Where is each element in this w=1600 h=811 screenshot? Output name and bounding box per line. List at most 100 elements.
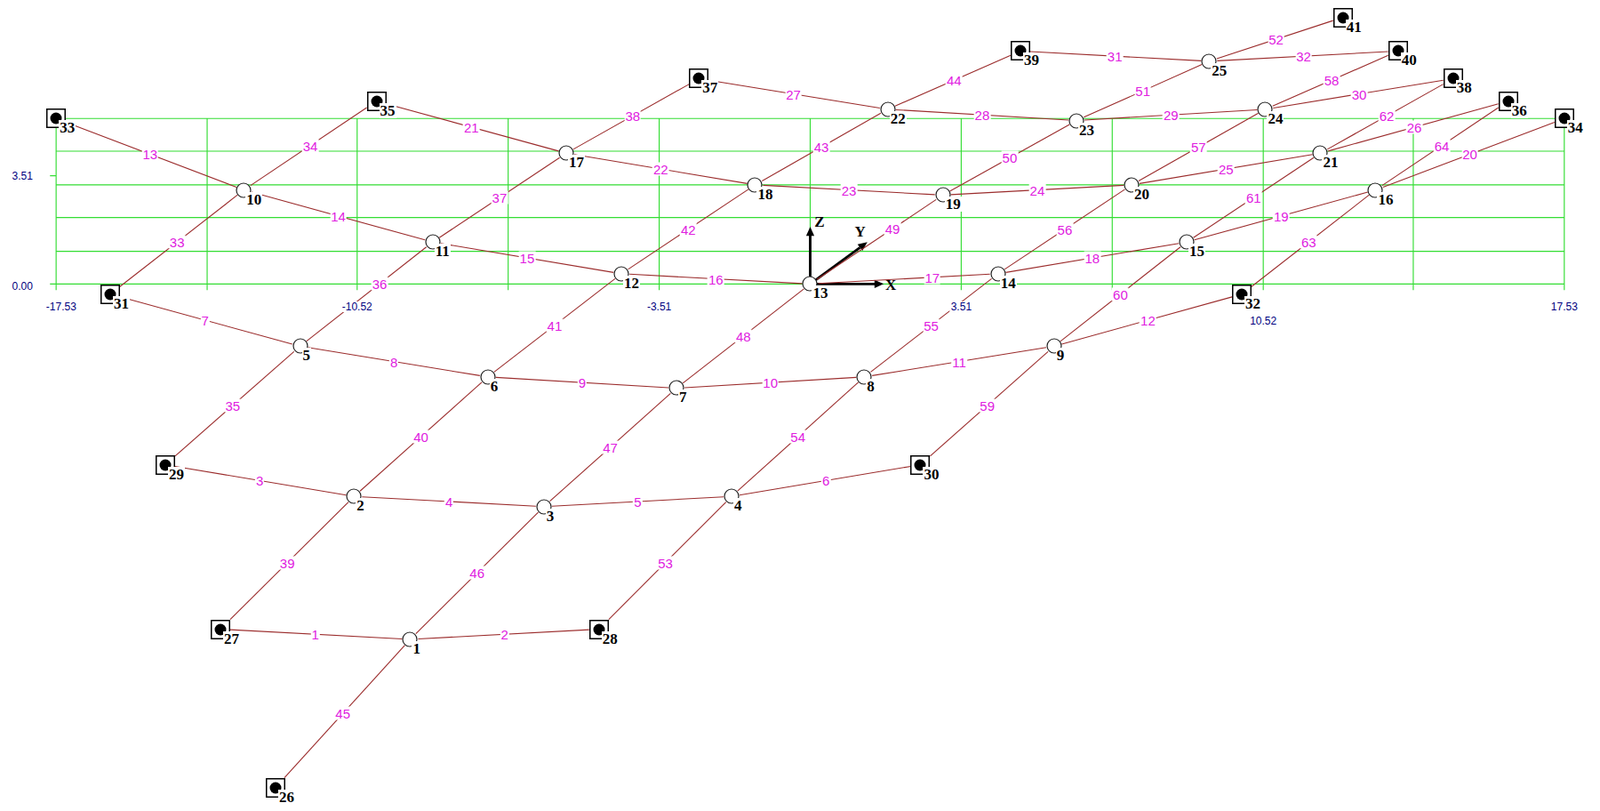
member-number: 5	[632, 494, 642, 508]
member-number: 35	[224, 399, 241, 413]
fixed-support-node: 40	[1388, 40, 1408, 61]
node-number: 28	[601, 631, 619, 647]
member-line	[494, 278, 616, 372]
free-node: 4	[723, 488, 740, 504]
free-node: 8	[856, 368, 872, 385]
member-line	[251, 192, 425, 240]
member-number: 31	[1106, 49, 1124, 64]
member-number: 50	[1001, 151, 1019, 165]
member-line	[306, 247, 427, 342]
free-node: 9	[1046, 337, 1063, 354]
member-number: 30	[1351, 87, 1368, 101]
member-number: 52	[1267, 32, 1285, 47]
node-number: 3	[545, 508, 556, 524]
member-line	[895, 55, 1011, 106]
member-number: 20	[1461, 147, 1479, 161]
member-line	[929, 351, 1048, 456]
node-number: 22	[889, 111, 907, 127]
member-number: 1	[311, 627, 320, 641]
node-number: 16	[1376, 192, 1394, 208]
free-node: 16	[1367, 182, 1384, 199]
member-line	[1004, 189, 1125, 270]
free-node: 3	[536, 498, 552, 515]
free-node: 23	[1068, 112, 1085, 129]
member-line	[608, 502, 727, 620]
member-line	[737, 382, 859, 491]
node-number: 7	[678, 389, 688, 405]
node-number: 26	[278, 789, 296, 805]
member-number: 11	[951, 354, 968, 368]
node-number: 30	[922, 466, 940, 482]
free-node: 12	[613, 265, 630, 282]
free-node: 19	[935, 186, 952, 203]
member-line	[120, 296, 293, 344]
member-number: 38	[624, 109, 641, 123]
member-line	[1382, 107, 1499, 186]
free-node: 6	[480, 368, 496, 385]
free-node: 11	[424, 233, 441, 250]
member-line	[1138, 112, 1259, 181]
free-node: 21	[1312, 144, 1328, 161]
fixed-support-node: 41	[1333, 8, 1353, 28]
member-number: 10	[761, 376, 779, 390]
member-number: 56	[1056, 222, 1074, 236]
member-line	[682, 288, 804, 384]
member-line	[739, 465, 911, 495]
axis-tick-label: -3.51	[646, 301, 672, 312]
member-number: 51	[1134, 84, 1152, 98]
node-number: 29	[168, 466, 185, 482]
node-number: 39	[1023, 52, 1040, 68]
free-node: 5	[292, 337, 309, 354]
member-number: 63	[1300, 235, 1318, 249]
member-number: 57	[1190, 140, 1208, 154]
member-line	[870, 278, 992, 372]
fixed-support-node: 30	[910, 455, 930, 475]
fixed-support-node: 35	[367, 91, 387, 112]
member-line	[284, 645, 405, 778]
member-line	[439, 157, 560, 238]
fixed-support-node: 38	[1443, 68, 1464, 88]
axis-name: Y	[855, 223, 866, 239]
member-number: 2	[499, 627, 509, 641]
node-number: 31	[112, 296, 130, 312]
axis-name: X	[885, 277, 896, 293]
member-line	[708, 80, 880, 108]
free-node: 1	[401, 631, 418, 648]
node-number: 19	[944, 196, 962, 212]
member-line	[307, 347, 480, 376]
member-number: 19	[1272, 208, 1290, 223]
node-number: 21	[1321, 154, 1339, 170]
free-node: 13	[801, 275, 818, 292]
member-number: 14	[329, 208, 347, 223]
member-number: 39	[279, 555, 296, 569]
member-line	[550, 392, 672, 501]
member-line	[175, 465, 346, 495]
node-number: 20	[1133, 186, 1151, 202]
fixed-support-node: 34	[1554, 108, 1575, 128]
member-line	[817, 273, 990, 284]
member-line	[1139, 154, 1313, 184]
member-number: 25	[1217, 162, 1235, 176]
member-number: 4	[444, 494, 454, 508]
node-number: 11	[434, 243, 451, 259]
member-line	[250, 107, 368, 186]
free-node: 14	[990, 265, 1007, 282]
member-line	[1327, 84, 1443, 150]
member-number: 42	[680, 222, 697, 236]
free-node: 15	[1178, 233, 1195, 250]
z-axis-head	[806, 226, 815, 236]
member-number: 45	[334, 706, 352, 720]
node-number: 36	[1511, 103, 1528, 119]
node-number: 38	[1456, 80, 1473, 96]
member-number: 41	[546, 318, 564, 332]
axis-tick-label: -10.52	[341, 301, 374, 312]
free-node: 22	[880, 101, 896, 118]
member-line	[360, 382, 482, 491]
axis-tick-label: 0.00	[11, 280, 34, 292]
member-number: 33	[168, 235, 186, 249]
member-number: 27	[784, 87, 802, 101]
member-number: 9	[577, 376, 587, 390]
axis-name: Z	[814, 214, 824, 230]
member-line	[1083, 64, 1202, 118]
axis-tick-label: 3.51	[950, 301, 973, 312]
